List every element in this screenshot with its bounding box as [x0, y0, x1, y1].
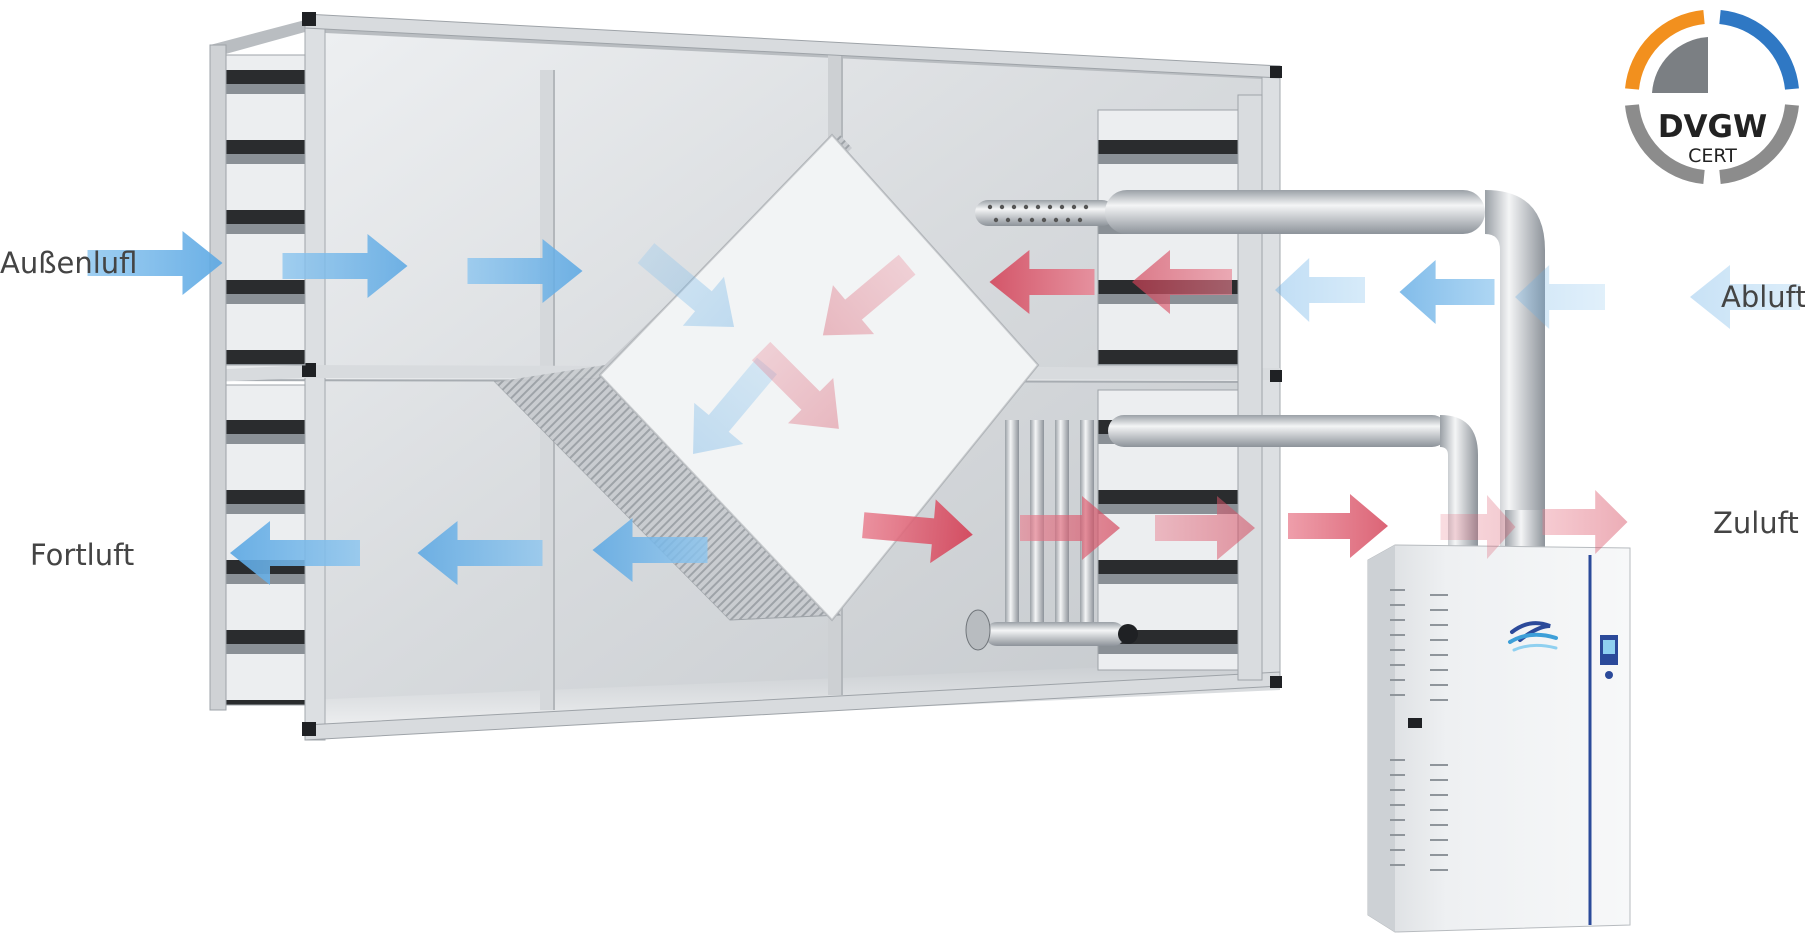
certification-badge: DVGW CERT: [1620, 0, 1805, 195]
supply-air-arrow-6: [1542, 490, 1628, 554]
extract-air-arrow-3: [1399, 260, 1495, 324]
label-supply-air: Zuluft: [1713, 506, 1799, 540]
humidifier-cabinet: [1367, 544, 1631, 933]
extract-air-arrow-5: [1132, 250, 1232, 314]
extract-air-arrow-6: [989, 250, 1095, 314]
badge-subtitle: CERT: [1688, 145, 1737, 167]
exhaust-air-arrow-2: [417, 521, 543, 585]
airflow-arrows: [87, 231, 1800, 585]
outdoor-air-arrow-2: [282, 234, 408, 298]
outdoor-air-arrow-3: [467, 239, 583, 303]
supply-air-arrow-4: [1288, 494, 1388, 558]
brand-wave-icon: [1508, 621, 1558, 652]
extract-air-arrow-2: [1515, 265, 1605, 329]
exchanger-warm-in-arrow: [822, 254, 916, 336]
certification-seal-icon: [1624, 9, 1800, 185]
label-extract-air: Abluft: [1721, 280, 1805, 314]
exchanger-cold-in-arrow: [637, 243, 735, 327]
extract-air-arrow-4: [1275, 258, 1365, 322]
exhaust-air-arrow-3: [592, 518, 708, 582]
exhaust-air-arrow: [230, 521, 360, 585]
label-outdoor-air: Außenlufl: [0, 246, 138, 280]
label-exhaust-air: Fortluft: [30, 538, 135, 572]
heat-exchanger: [493, 133, 1040, 622]
supply-air-arrow-5: [1440, 495, 1516, 559]
extract-air-arrow: [1690, 265, 1800, 329]
supply-air-arrow: [862, 499, 973, 564]
supply-air-arrow-3: [1155, 496, 1255, 560]
outdoor-air-arrow: [87, 231, 223, 295]
badge-title: DVGW: [1657, 109, 1768, 145]
exchanger-cold-out-arrow: [693, 357, 777, 455]
supply-air-arrow-2: [1020, 496, 1120, 560]
exchanger-warm-out-arrow: [751, 341, 839, 429]
